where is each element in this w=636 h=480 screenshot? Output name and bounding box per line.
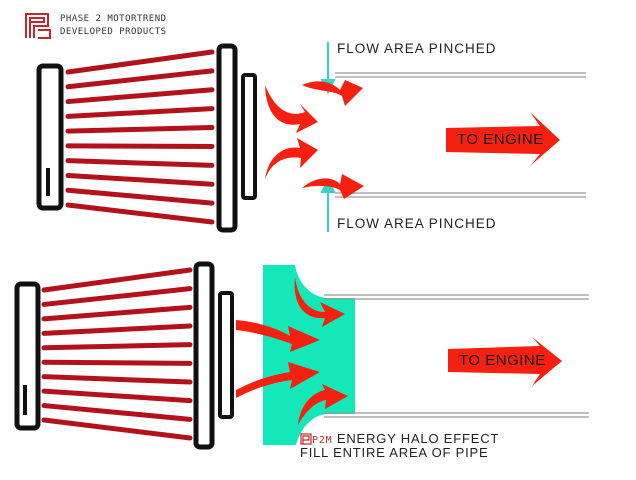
top-filter	[36, 43, 257, 233]
to-engine-arrow-bottom	[448, 337, 562, 386]
to-engine-label-top: TO ENGINE	[457, 131, 544, 148]
flow-area-pinched-bottom-label: FLOW AREA PINCHED	[337, 216, 497, 231]
bottom-filter	[14, 261, 234, 450]
filter-pleat	[41, 342, 193, 351]
caption-line-1: P2M ENERGY HALO EFFECT	[312, 431, 499, 446]
filter-pleat	[41, 359, 193, 366]
airflow-arrows-bottom	[236, 277, 348, 425]
filter-pleat	[41, 388, 193, 404]
p2m-logo-mark	[25, 13, 51, 39]
filter-pleat	[41, 323, 193, 336]
filter-pleat	[65, 87, 215, 105]
filter-pleat	[65, 172, 215, 187]
filter-pleat	[41, 403, 193, 422]
filter-pleat	[65, 202, 215, 225]
filter-pleat	[65, 49, 215, 75]
filter-pleat	[65, 125, 215, 134]
airflow-arrows-top	[265, 80, 364, 199]
caption-energy-halo: ENERGY HALO EFFECT	[336, 431, 500, 446]
filter-pleat	[65, 143, 215, 149]
filter-pleat	[65, 187, 215, 206]
caption-line-2: FILL ENTIRE AREA OF PIPE	[300, 445, 489, 460]
flow-area-pinched-top-label: FLOW AREA PINCHED	[337, 41, 497, 56]
to-engine-label-bottom: TO ENGINE	[459, 352, 546, 369]
flow-pinch-arrows	[320, 42, 336, 232]
filter-pleat	[41, 304, 193, 322]
filter-pleat	[41, 267, 193, 293]
p2m-caption-logo-mark	[300, 433, 312, 445]
logo-line-2: DEVELOPED PRODUCTS	[60, 27, 167, 37]
logo-text: PHASE 2 MOTORTREND DEVELOPED PRODUCTS	[60, 13, 167, 39]
top-pipe	[335, 72, 586, 198]
energy-halo-fill	[263, 265, 355, 445]
filter-pleat	[41, 374, 193, 385]
logo-line-1: PHASE 2 MOTORTREND	[60, 14, 167, 24]
to-engine-arrow-top	[446, 112, 560, 166]
bottom-pipe	[324, 294, 589, 418]
filter-pleat	[65, 68, 215, 90]
filter-pleat	[65, 106, 215, 119]
filter-pleat	[65, 158, 215, 168]
caption-brand: P2M	[312, 435, 333, 446]
filter-pleat	[41, 286, 193, 307]
filter-pleat	[41, 417, 193, 441]
